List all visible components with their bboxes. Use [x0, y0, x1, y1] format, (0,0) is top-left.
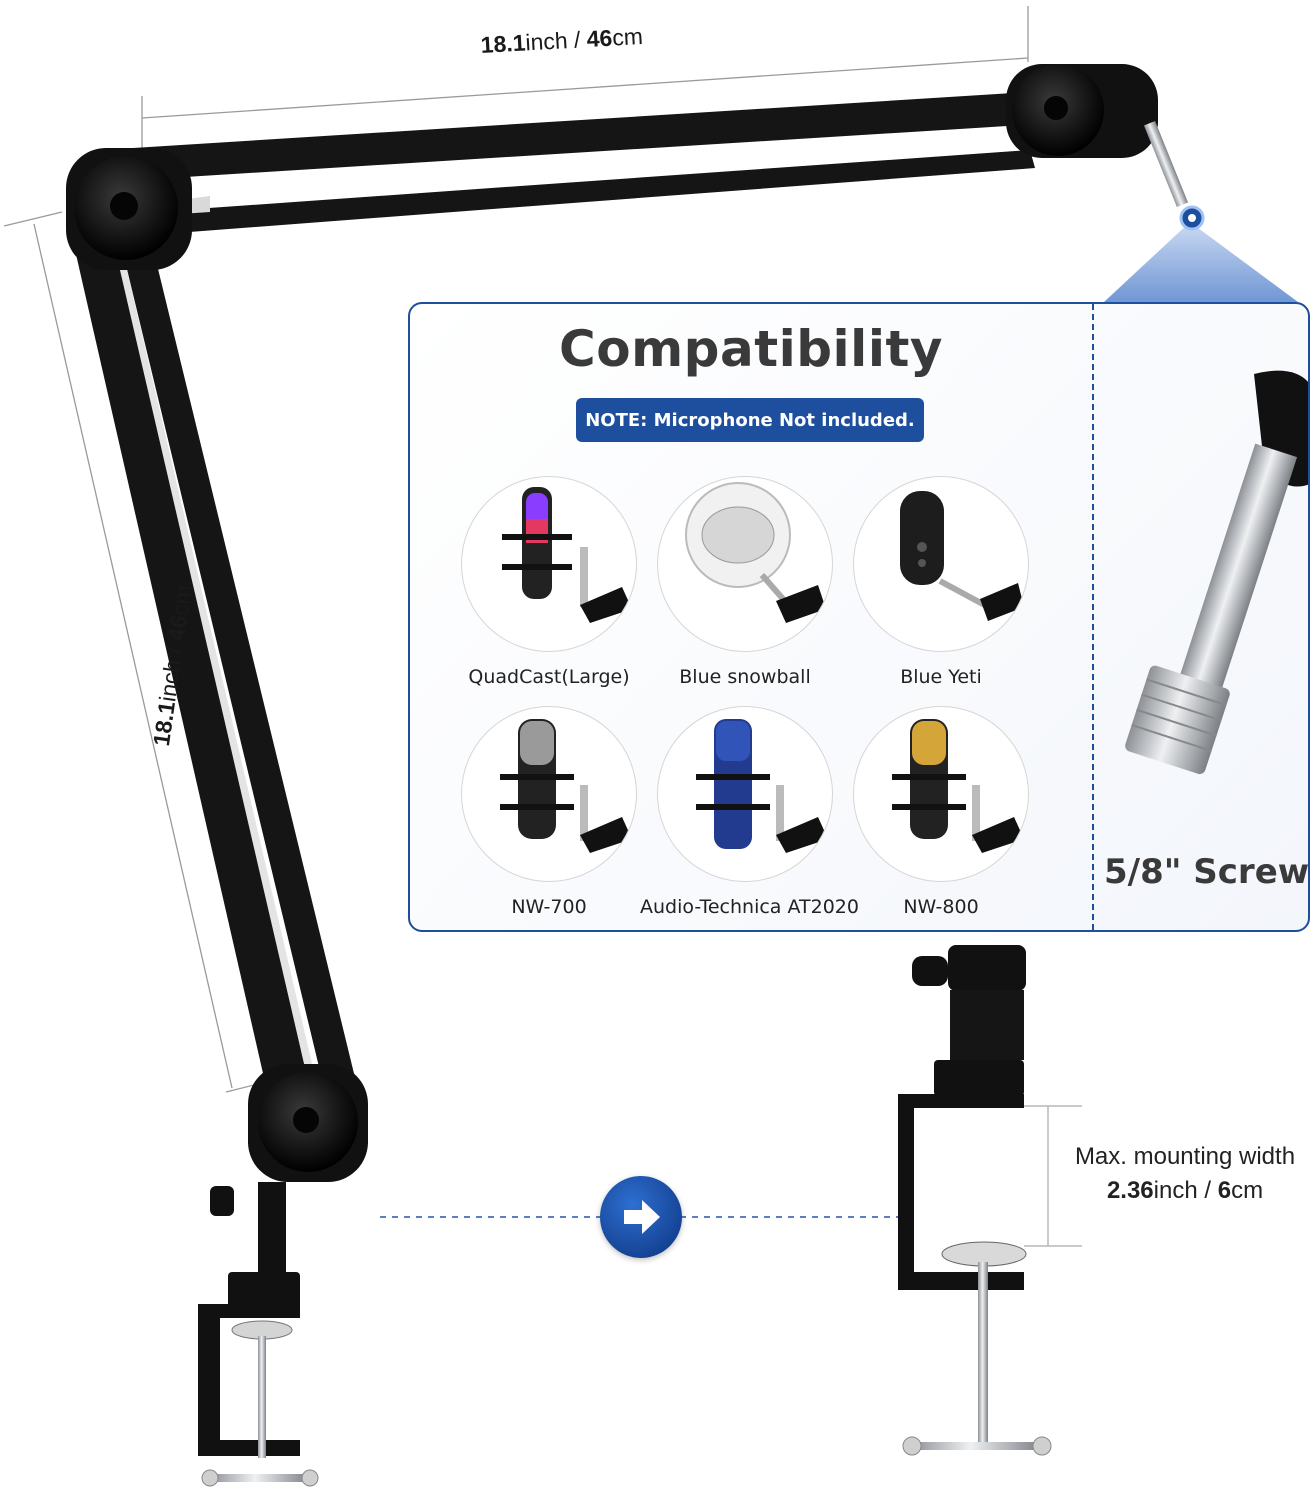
- mic-item-at2020: Audio-Technica AT2020: [640, 706, 859, 918]
- note-badge: NOTE: Microphone Not included.: [576, 398, 924, 442]
- arrow-right-icon: [600, 1176, 682, 1258]
- mic-item-blue-snowball: Blue snowball: [640, 476, 850, 688]
- mounting-width-guides: [1024, 1105, 1082, 1247]
- screw-size-label: 5/8" Screw: [1104, 852, 1310, 892]
- compatibility-title: Compatibility: [559, 320, 943, 378]
- mic-label: Blue Yeti: [900, 666, 982, 688]
- mic-label: Blue snowball: [679, 666, 811, 688]
- mic-image-blue-yeti: [853, 476, 1029, 652]
- screw-closeup-image: [1125, 370, 1308, 775]
- mounting-width-caption: Max. mounting width 2.36inch / 6cm: [1060, 1140, 1310, 1208]
- left-desk-clamp: [198, 1182, 319, 1487]
- dimension-line-top: [141, 6, 1029, 148]
- mic-label: NW-700: [511, 896, 587, 918]
- mic-label: Audio-Technica AT2020: [640, 896, 859, 918]
- elbow-joint: [66, 148, 192, 270]
- base-joint: [248, 1064, 368, 1182]
- lower-arm: [70, 222, 358, 1104]
- upper-arm: [100, 92, 1040, 238]
- right-desk-clamp: [898, 945, 1052, 1456]
- mic-image-at2020: [657, 706, 833, 882]
- mic-image-nw-800: [853, 706, 1029, 882]
- mic-adapter-rod: [1143, 120, 1205, 231]
- compatibility-panel: Compatibility NOTE: Microphone Not inclu…: [408, 302, 1310, 932]
- mic-image-quadcast: [461, 476, 637, 652]
- panel-divider: [1092, 304, 1094, 930]
- mic-item-quadcast: QuadCast(Large): [444, 476, 654, 688]
- mic-label: QuadCast(Large): [468, 666, 630, 688]
- mic-label: NW-800: [903, 896, 979, 918]
- mic-item-nw-700: NW-700: [444, 706, 654, 918]
- mic-image-blue-snowball: [657, 476, 833, 652]
- mic-item-blue-yeti: Blue Yeti: [836, 476, 1046, 688]
- top-joint: [1006, 64, 1158, 158]
- mic-image-nw-700: [461, 706, 637, 882]
- focus-beam: [1104, 222, 1298, 302]
- mounting-width-label: Max. mounting width: [1074, 1143, 1296, 1170]
- mounting-width-value: 2.36inch / 6cm: [1106, 1177, 1264, 1204]
- mic-item-nw-800: NW-800: [836, 706, 1046, 918]
